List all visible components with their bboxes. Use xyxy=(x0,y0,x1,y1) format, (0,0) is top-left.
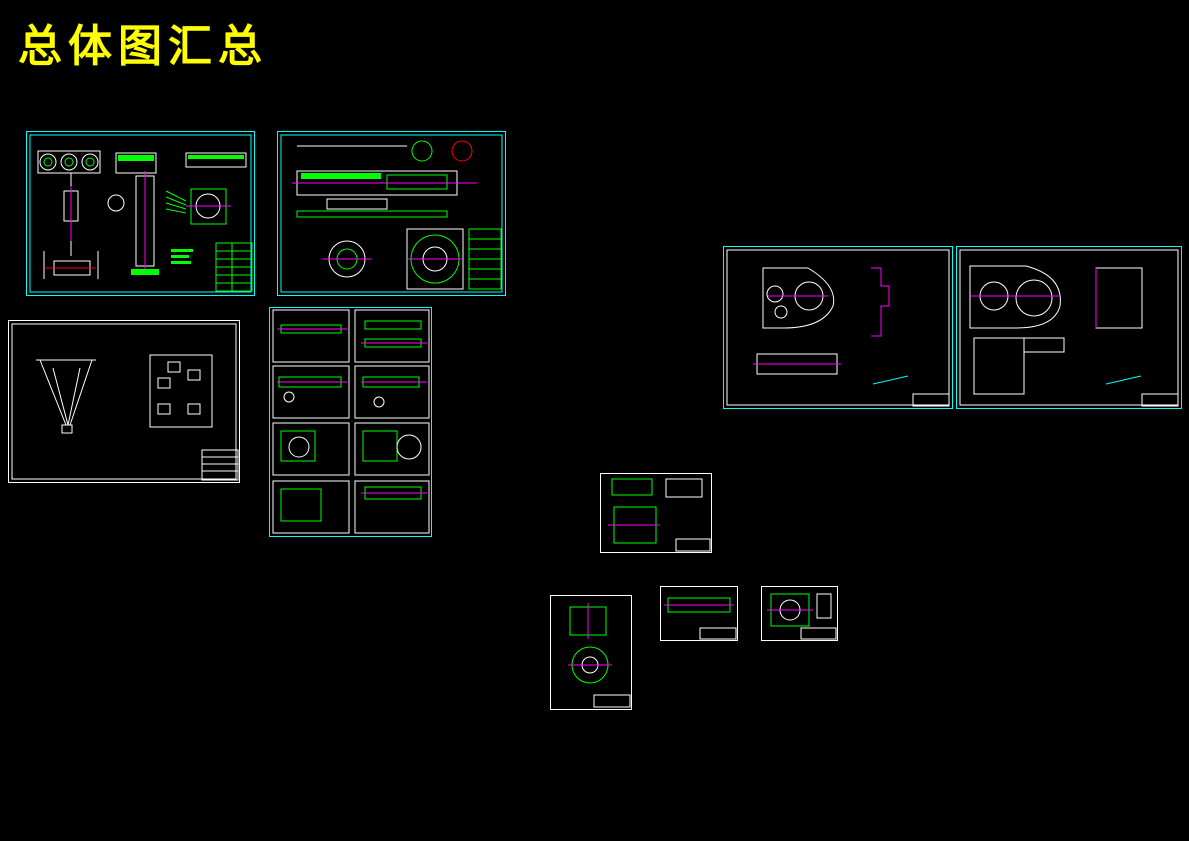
drawing-sheet-small-part-2[interactable] xyxy=(550,595,632,710)
page-title: 总体图汇总 xyxy=(18,21,268,72)
drawing-sheet-gearbox-housing-2[interactable] xyxy=(956,246,1182,409)
drawing-sheet-part-drawings-grid[interactable] xyxy=(269,307,432,537)
drawing-sheet-assembly-general[interactable] xyxy=(26,131,255,296)
drawing-sheet-arm-assembly[interactable] xyxy=(277,131,506,296)
drawing-sheet-small-part-3[interactable] xyxy=(660,586,738,641)
drawing-sheet-delta-robot[interactable] xyxy=(8,320,240,483)
drawing-sheet-gearbox-housing-1[interactable] xyxy=(723,246,953,409)
drawing-sheet-small-part-4[interactable] xyxy=(761,586,838,641)
drawing-sheet-small-part-1[interactable] xyxy=(600,473,712,553)
